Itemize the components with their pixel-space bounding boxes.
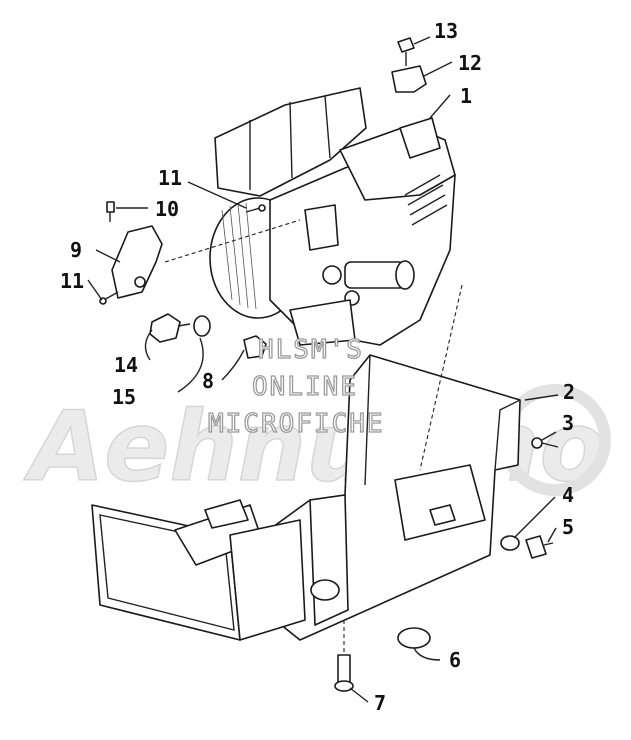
callout-11-lower: 11	[60, 269, 84, 293]
bolt-7-icon	[334, 654, 354, 692]
callout-3: 3	[562, 411, 574, 435]
clip-12-icon	[391, 65, 427, 93]
callouts: 13 12 1 11 10 9 11 14 15 8 2 3 4 5 6 7	[60, 19, 575, 715]
screw-11-upper-icon	[245, 204, 266, 213]
washer-4-icon	[500, 535, 520, 551]
callout-12: 12	[458, 51, 482, 75]
screw-13-icon	[397, 37, 415, 66]
shutoff-knob-icon	[149, 313, 191, 343]
plug-6-icon	[397, 627, 431, 649]
side-panel	[91, 499, 306, 641]
callout-4: 4	[562, 483, 574, 507]
callout-11-upper: 11	[158, 166, 182, 190]
leader-lines	[87, 36, 559, 703]
callout-15: 15	[112, 385, 136, 409]
callout-14: 14	[114, 353, 138, 377]
callout-9: 9	[70, 238, 82, 262]
watermark-line-2: ONLINE	[252, 372, 358, 402]
callout-5: 5	[562, 515, 574, 539]
screw-10-icon	[106, 201, 115, 222]
engine-assembly	[209, 87, 456, 346]
watermark-text: HLSM'S ONLINE MICROFICHE	[207, 334, 385, 439]
callout-2: 2	[563, 380, 575, 404]
callout-1: 1	[460, 84, 472, 108]
bolt-3-icon	[531, 437, 559, 449]
engine-pan	[249, 354, 521, 641]
watermark-line-1: HLSM'S	[258, 335, 364, 365]
grommet-15-icon	[193, 315, 211, 337]
callout-10: 10	[155, 197, 179, 221]
callout-6: 6	[449, 648, 461, 672]
callout-13: 13	[434, 19, 458, 43]
nut-8-icon	[243, 335, 267, 359]
mount-bracket	[111, 225, 163, 299]
bolt-5-icon	[525, 535, 554, 559]
screw-11-lower-icon	[99, 291, 119, 305]
callout-8: 8	[202, 369, 214, 393]
watermark-line-3: MICROFICHE	[208, 409, 385, 439]
callout-7: 7	[374, 691, 386, 715]
